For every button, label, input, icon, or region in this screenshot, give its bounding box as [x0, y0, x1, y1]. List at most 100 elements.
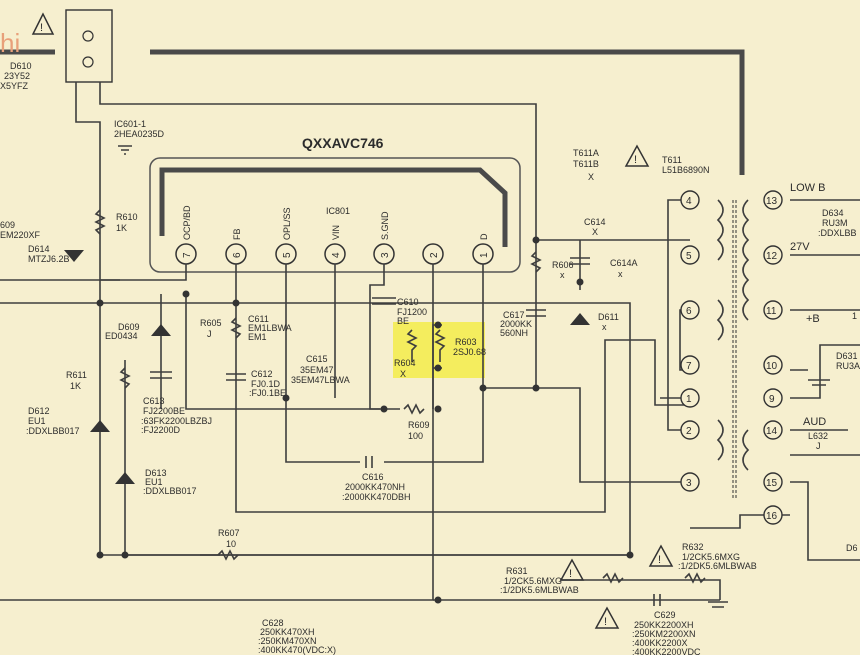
svg-text:2SJ0.68: 2SJ0.68 [453, 347, 486, 357]
transformer-coils [716, 199, 750, 471]
svg-text:D612: D612 [28, 406, 50, 416]
ground-symbols [118, 145, 830, 608]
svg-text:R632: R632 [682, 542, 704, 552]
pin-label-1: D [479, 233, 489, 240]
svg-text:D6: D6 [846, 543, 858, 553]
svg-text:C615: C615 [306, 354, 328, 364]
pin-label-5: OPL/SS [282, 207, 292, 240]
svg-text:EM1LBWA: EM1LBWA [248, 323, 292, 333]
resistors [94, 209, 706, 584]
tpin-13: 13 [766, 196, 778, 207]
ic-ref: IC801 [326, 206, 350, 216]
svg-text:C628: C628 [262, 618, 284, 628]
svg-text:FJ0.1D: FJ0.1D [251, 379, 281, 389]
t611a-label: T611A [573, 148, 599, 158]
t611-label: T611 [662, 155, 682, 165]
pin-label-3: S.GND [380, 211, 390, 240]
svg-text:C610: C610 [397, 297, 419, 307]
tpin-11: 11 [766, 306, 777, 317]
ic-heatsink-outline [159, 167, 508, 247]
svg-text::2000KK470DBH: :2000KK470DBH [342, 492, 411, 502]
svg-text::400KK2200VDC: :400KK2200VDC [632, 647, 701, 655]
svg-text:1K: 1K [116, 223, 127, 233]
svg-text:C617: C617 [503, 310, 525, 320]
svg-text:RU3M: RU3M [822, 218, 848, 228]
diodes [64, 250, 590, 484]
svg-text:BE: BE [397, 316, 409, 326]
tpin-9: 9 [769, 394, 775, 405]
svg-text:R610: R610 [116, 212, 138, 222]
svg-text:X: X [592, 227, 598, 237]
svg-text::FJ2200D: :FJ2200D [141, 425, 181, 435]
ic-title: QXXAVC746 [302, 135, 384, 151]
svg-text:x: x [602, 322, 607, 332]
svg-text:2000KK: 2000KK [500, 319, 532, 329]
transformer-core [732, 200, 737, 500]
svg-text:1/2CK5.6MXG: 1/2CK5.6MXG [682, 552, 740, 562]
svg-text:ED0434: ED0434 [105, 331, 138, 341]
tpin-7: 7 [686, 361, 692, 372]
svg-text:x: x [560, 270, 565, 280]
svg-text::DDXLBB: :DDXLBB [818, 228, 857, 238]
svg-text:D634: D634 [822, 208, 844, 218]
svg-text:1K: 1K [70, 381, 81, 391]
svg-text:C611: C611 [248, 314, 269, 324]
svg-text:560NH: 560NH [500, 328, 528, 338]
svg-text:MTZJ6.2B: MTZJ6.2B [28, 254, 70, 264]
svg-text:EU1: EU1 [28, 416, 46, 426]
pin-label-7: OCP/BD [182, 205, 192, 240]
tpin-16: 16 [766, 511, 778, 522]
svg-text:J: J [207, 329, 212, 339]
ic601-ref: IC601-1 [114, 119, 146, 129]
svg-text:35EM47: 35EM47 [300, 365, 334, 375]
svg-text:RU3A: RU3A [836, 361, 860, 371]
svg-text:J: J [816, 441, 821, 451]
svg-text:x: x [618, 269, 623, 279]
svg-text:!: ! [604, 616, 607, 628]
svg-text:D614: D614 [28, 244, 50, 254]
svg-text:R606: R606 [552, 260, 574, 270]
aud-label: AUD [803, 416, 826, 428]
capacitors [150, 257, 661, 606]
svg-text:2000KK470NH: 2000KK470NH [345, 482, 405, 492]
pin-num-2: 2 [429, 252, 440, 258]
svg-text:1: 1 [852, 311, 857, 321]
pin-num-6: 6 [232, 252, 243, 258]
tpin-5: 5 [686, 251, 692, 262]
svg-text::400KK470(VDC:X): :400KK470(VDC:X) [258, 645, 336, 655]
t611-part: L51B6890N [662, 165, 710, 175]
v27-label: 27V [790, 241, 810, 253]
svg-text:250KK470XH: 250KK470XH [260, 627, 315, 637]
svg-text:!: ! [569, 568, 572, 580]
svg-text:X: X [400, 369, 406, 379]
svg-text:FJ1200: FJ1200 [397, 307, 427, 317]
svg-text:R609: R609 [408, 420, 430, 430]
svg-text:C616: C616 [362, 472, 384, 482]
svg-text:FJ2200BE: FJ2200BE [143, 406, 185, 416]
svg-text:X5YFZ: X5YFZ [0, 81, 29, 91]
svg-text:C614A: C614A [610, 258, 638, 268]
svg-text::DDXLBB017: :DDXLBB017 [143, 486, 197, 496]
pin-num-7: 7 [182, 252, 193, 258]
svg-text:D631: D631 [836, 351, 858, 361]
bus-line-top [150, 49, 745, 175]
t611-x-label: X [588, 172, 594, 182]
svg-text:D609: D609 [118, 322, 140, 332]
tpin-3: 3 [686, 478, 692, 489]
svg-text:C613: C613 [143, 396, 165, 406]
svg-text::250KM2200XN: :250KM2200XN [632, 629, 696, 639]
pin-num-1: 1 [479, 252, 490, 258]
svg-text:R603: R603 [455, 337, 477, 347]
svg-text:609: 609 [0, 220, 15, 230]
svg-text:C614: C614 [584, 217, 606, 227]
component-labels: D610 23Y52 X5YFZ R610 1K 609 EM220XF D61… [0, 61, 860, 655]
svg-text:D610: D610 [10, 61, 32, 71]
svg-text:!: ! [634, 154, 637, 166]
pin-num-4: 4 [331, 252, 342, 258]
svg-text:EU1: EU1 [145, 477, 163, 487]
watermark-text: hi [0, 28, 20, 58]
svg-text::400KK2200X: :400KK2200X [632, 638, 688, 648]
svg-text:R611: R611 [66, 370, 87, 380]
svg-text:23Y52: 23Y52 [4, 71, 30, 81]
